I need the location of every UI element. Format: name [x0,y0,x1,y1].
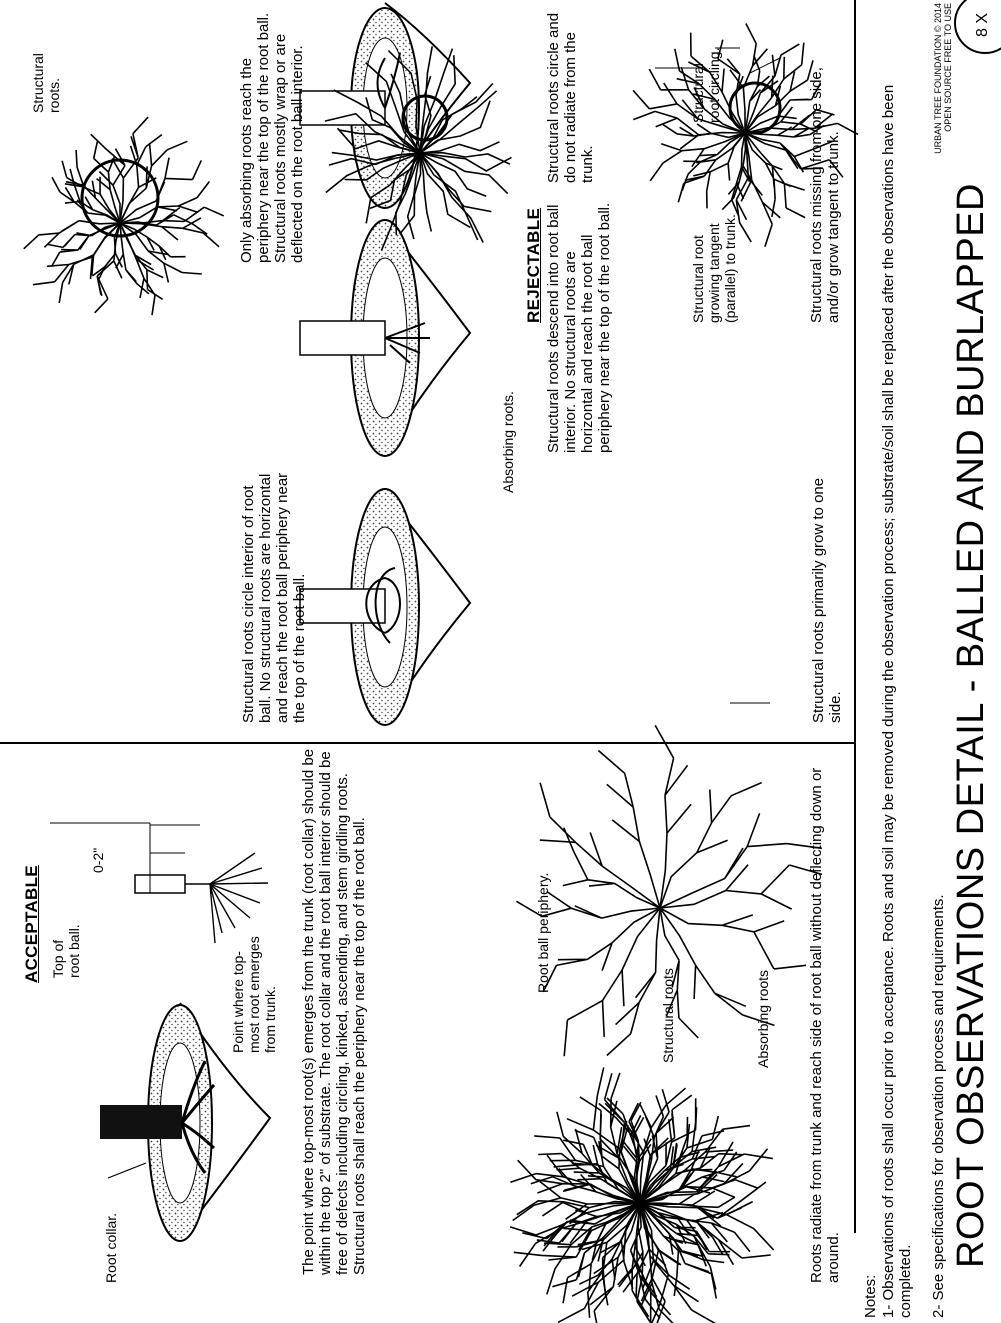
root-ball-periphery-label: Root ball periphery. [535,873,551,993]
rejectable-description-3: Structural roots descend into root ball … [545,193,613,453]
acceptable-heading: ACCEPTABLE [22,865,42,983]
credit: URBAN TREE FOUNDATION © 2014 OPEN SOURCE… [933,3,953,183]
rejectable-description-6: Structural roots missing from one side, … [808,23,842,323]
root-stroke [420,153,483,243]
root-stroke [563,828,660,908]
root-stroke [120,182,209,224]
note-2: 2- See specifications for observation pr… [930,718,947,1318]
root-stroke [745,133,805,218]
rejectable-description-1: Structural roots circle interior of root… [240,463,308,723]
root-circling-label: Structural root circling. [690,43,722,123]
root-stroke [655,725,691,908]
root-stroke [564,908,660,1056]
drawing-title: ROOT OBSERVATIONS DETAIL - BALLED AND BU… [950,183,993,1268]
root-stroke [660,783,762,908]
credit-line-2: OPEN SOURCE FREE TO USE [943,3,953,183]
root-stroke [660,908,806,969]
top-of-root-ball-label: Top of root ball. [50,918,82,978]
rejectable-structural-roots-label: Structural roots. [30,23,62,113]
tangent-root-label: Structural root growing tangent (paralle… [690,203,738,323]
rejectable-root-ball-1 [300,489,470,725]
rejectable-absorbing-roots-label: Absorbing roots. [500,391,516,493]
rejectable-heading: REJECTABLE [524,208,544,323]
notes-heading: Notes: [862,1275,879,1318]
rejectable-root-ball-2 [300,220,470,456]
acceptable-description-2: Roots radiate from trunk and reach side … [808,753,842,1283]
root-stroke [660,865,822,909]
root-stroke [420,153,491,212]
rejectable-description-5: Structural roots primarily grow to one s… [810,453,844,723]
detail-marker: 8 X [975,13,991,37]
acceptable-description-1: The point where top-most root(s) emerges… [300,745,368,1275]
root-stroke [663,124,745,138]
rejectable-description-4: Structural roots circle and do not radia… [545,3,596,183]
rejectable-description-2: Only absorbing roots reach the periphery… [238,3,306,263]
root-stroke [120,158,201,223]
note-1: 1- Observations of roots shall occur pri… [880,18,914,1318]
root-stroke [540,783,660,908]
root-stroke [543,908,660,992]
credit-line-1: URBAN TREE FOUNDATION © 2014 [933,3,943,183]
root-collar-label: Root collar. [103,1173,119,1283]
absorbing-roots-label: Absorbing roots [755,970,771,1068]
root-stroke [730,24,767,134]
root-stroke [660,813,822,908]
structural-roots-label: Structural roots [660,968,676,1063]
rejectable-plan-view-1 [24,117,224,315]
point-emergence-label: Point where top-most root emerges from t… [230,923,278,1053]
dimension-label: 0-2" [90,848,106,873]
root-stroke [120,223,202,283]
